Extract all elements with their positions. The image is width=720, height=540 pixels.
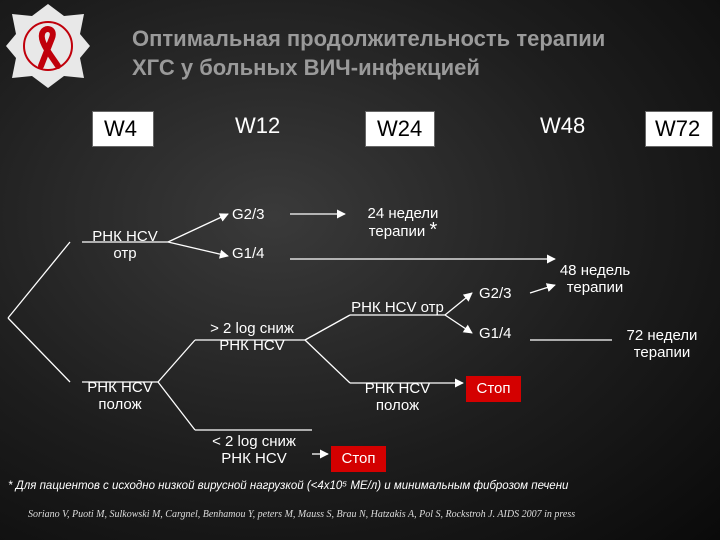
node-hcv-positive-label: РНК HCV полож	[87, 379, 153, 413]
arrow-to-g14	[167, 241, 229, 259]
week-label-w24: W24	[377, 116, 423, 141]
red-ribbon-icon	[6, 4, 90, 88]
week-label-w4: W4	[104, 116, 137, 141]
week-label-w72: W72	[655, 116, 701, 141]
slide-title: Оптимальная продолжительность терапии ХГ…	[132, 24, 605, 82]
node-hcv-negative-label: РНК HCV отр	[92, 228, 158, 262]
node-72-weeks: 72 недели терапии	[612, 327, 712, 361]
week-label-w12: W12	[235, 113, 281, 138]
node-72-weeks-label: 72 недели терапии	[626, 327, 698, 361]
node-hcv-positive-2: РНК HCV полож	[350, 380, 445, 414]
title-line-2: ХГС у больных ВИЧ-инфекцией	[132, 55, 480, 80]
node-g23-mid: G2/3	[479, 285, 512, 302]
node-hcv-positive: РНК HCV полож	[70, 379, 170, 413]
node-24-weeks-mark: *	[429, 219, 438, 241]
node-g14-mid: G1/4	[479, 325, 512, 342]
node-log-gt2: > 2 log сниж РНК HCV	[196, 320, 308, 354]
stop-badge-1: Стоп	[466, 376, 521, 402]
node-log-gt2-label: > 2 log сниж РНК HCV	[210, 320, 294, 354]
node-24-weeks: 24 недели терапии *	[356, 205, 450, 240]
node-hcv-negative-2: РНК HCV отр	[350, 299, 445, 316]
source-citation: Soriano V, Puoti M, Sulkowski M, Cargnel…	[28, 509, 576, 520]
stop-badge-2: Стоп	[331, 446, 386, 472]
node-hcv-positive-2-label: РНК HCV полож	[364, 380, 431, 414]
node-48-weeks-label: 48 недель терапии	[559, 262, 631, 296]
fork-root-down	[7, 317, 71, 383]
node-24-weeks-label: 24 недели терапии	[367, 205, 439, 240]
title-line-1: Оптимальная продолжительность терапии	[132, 26, 606, 51]
week-box-w4	[92, 111, 154, 147]
node-hcv-negative-2-label: РНК HCV отр	[351, 299, 444, 316]
week-label-w48: W48	[540, 113, 586, 138]
week-box-w24	[365, 111, 435, 147]
week-box-w72	[645, 111, 713, 147]
footnote: * Для пациентов с исходно низкой вирусно…	[8, 480, 569, 492]
node-g14-top: G1/4	[232, 245, 265, 262]
fork-root-up	[7, 241, 71, 319]
logo	[4, 2, 92, 90]
node-g23-top: G2/3	[232, 206, 265, 223]
arrow-to-g23	[167, 213, 229, 243]
node-48-weeks: 48 недель терапии	[555, 262, 635, 296]
node-log-lt2: < 2 log сниж РНК HCV	[196, 433, 312, 467]
node-hcv-negative: РНК HCV отр	[80, 228, 170, 262]
node-log-lt2-label: < 2 log сниж РНК HCV	[212, 433, 296, 467]
